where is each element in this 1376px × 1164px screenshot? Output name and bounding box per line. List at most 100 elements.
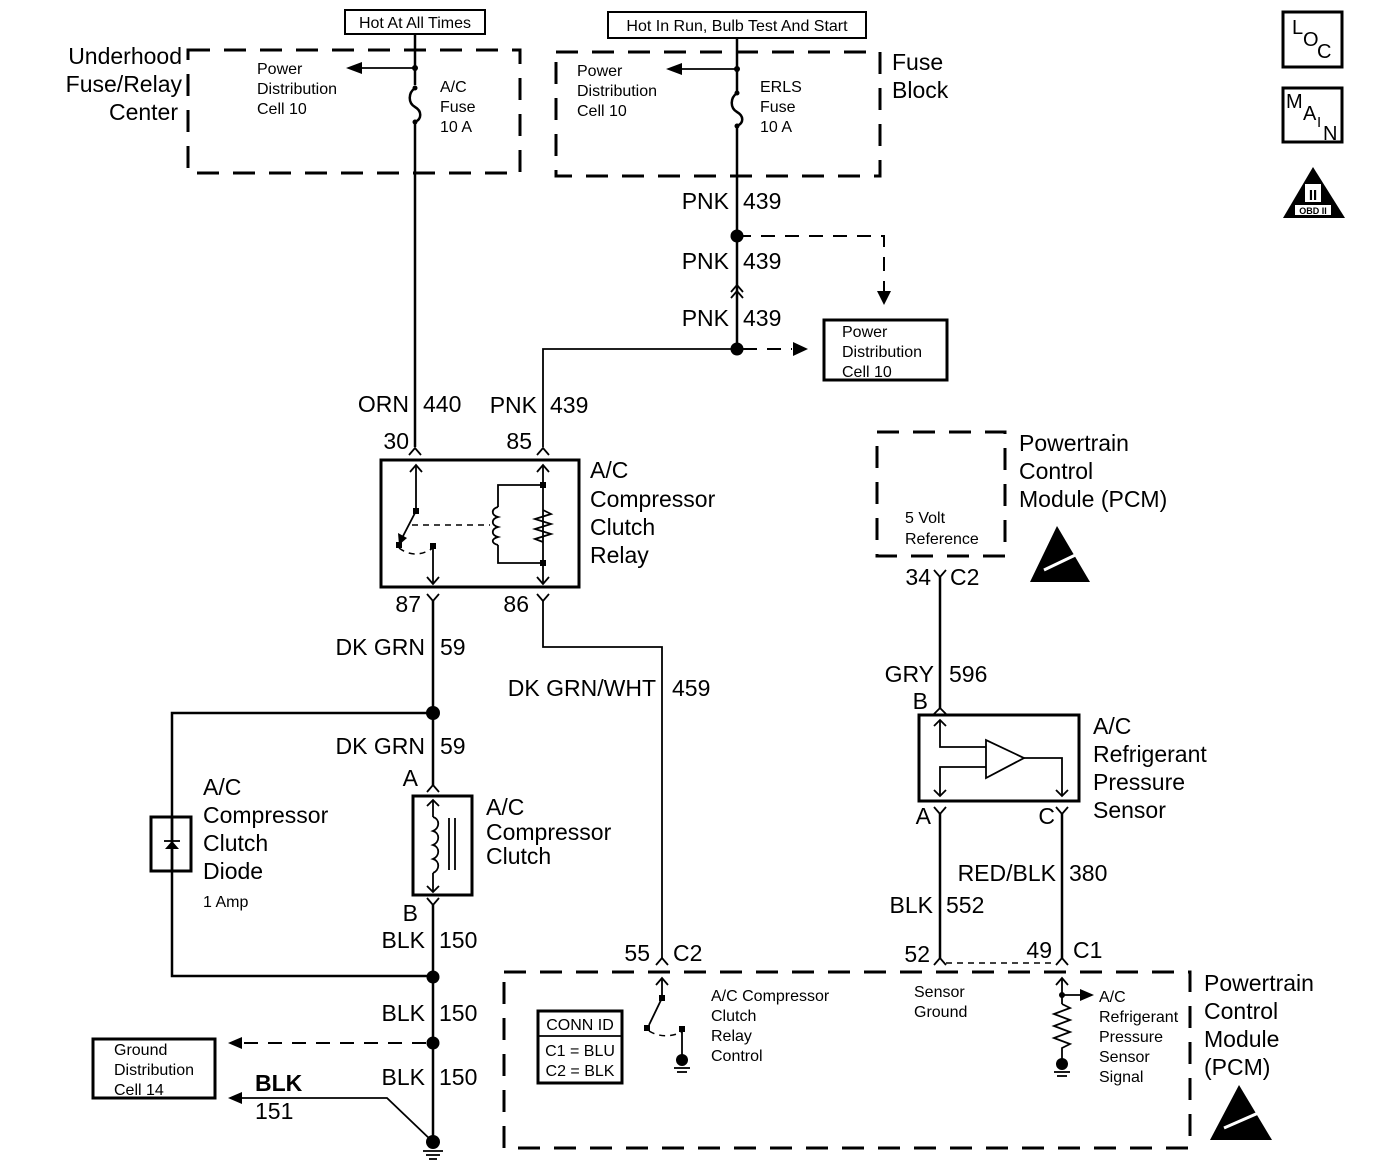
underhood-label-line2: Fuse/Relay <box>66 71 183 97</box>
ac-fuse-symbol <box>408 86 422 124</box>
arrow-down-icon <box>426 885 440 894</box>
fuse-block-label-line1: Fuse <box>892 49 943 75</box>
sensor-ground-line1: Sensor <box>914 984 965 1001</box>
power-dist-box-line2: Distribution <box>842 344 922 361</box>
pcm-bottom-label-line3: Module <box>1204 1026 1279 1052</box>
connector-symbol <box>426 593 440 603</box>
wire-circuit-label: 439 <box>743 188 781 214</box>
splice-dot <box>1056 1058 1068 1070</box>
power-dist-left-line1: Power <box>257 61 303 78</box>
splice-dot <box>426 1135 440 1149</box>
sensor-signal-line1: A/C <box>1099 989 1126 1006</box>
relay-control-line2: Clutch <box>711 1008 756 1025</box>
power-dist-mid-line1: Power <box>577 63 623 80</box>
wire-circuit-label: 439 <box>743 305 781 331</box>
pullup-resistor-symbol <box>1051 1003 1073 1060</box>
switch-linkage <box>398 547 434 555</box>
sensor-label-line4: Sensor <box>1093 797 1166 823</box>
pcm-pin-34-conn: C2 <box>950 564 979 590</box>
switch-blade <box>400 510 417 541</box>
erls-fuse-label-line3: 10 A <box>760 119 792 136</box>
sensor-pin-c: C <box>1038 803 1055 829</box>
clutch-label-line1: A/C <box>486 794 524 820</box>
pcm-top-label-line3: Module (PCM) <box>1019 486 1167 512</box>
obd-ii-badge[interactable]: II OBD II <box>1283 167 1345 218</box>
clutch-pin-a: A <box>403 765 419 791</box>
ac-refrigerant-pressure-sensor: B A/C Refrigerant Pressure Sensor A C <box>913 688 1208 829</box>
wire-circuit-label: 151 <box>255 1098 293 1124</box>
relay-label-line1: A/C <box>590 457 628 483</box>
esd-slash <box>1223 1105 1273 1130</box>
power-dist-mid-arrowhead <box>666 63 682 75</box>
esd-warning-icon <box>1210 1085 1273 1140</box>
fuse-terminal-dot <box>734 90 740 96</box>
esd-slash <box>1043 546 1091 572</box>
arrow-up-icon <box>933 718 947 727</box>
clutch-label-line2: Compressor <box>486 819 612 845</box>
hot-in-run-tag: Hot In Run, Bulb Test And Start <box>626 18 848 35</box>
branch-arrowhead <box>793 342 808 356</box>
fuse-block-label-line2: Block <box>892 77 949 103</box>
wire-circuit-label: 596 <box>949 661 987 687</box>
power-dist-box[interactable] <box>822 318 949 382</box>
main-badge-box[interactable] <box>1281 86 1344 144</box>
connector-symbol <box>1055 806 1069 816</box>
wire-color-label: BLK <box>890 892 934 918</box>
wire-color-label: PNK <box>682 305 730 331</box>
sensor-pin-a: A <box>916 803 932 829</box>
ground-dist-line1: Ground <box>114 1042 167 1059</box>
signal-arrowhead <box>1080 989 1094 1001</box>
pcm-bottom-dashed-box <box>502 970 1192 1150</box>
wire-circuit-label: 380 <box>1069 860 1107 886</box>
contact-dot <box>644 1025 650 1031</box>
relay-control-driver: A/C Compressor Clutch Relay Control <box>644 976 830 1073</box>
dk-grn-wht-459-wire <box>542 601 663 958</box>
main-letter-i: I <box>1317 114 1321 131</box>
sensor-label-line1: A/C <box>1093 713 1131 739</box>
loc-badge[interactable]: L O C <box>1281 10 1344 69</box>
wire-color-label: PNK <box>682 248 730 274</box>
power-dist-left-line2: Distribution <box>257 81 337 98</box>
pcm-pin-52: 52 <box>904 941 930 967</box>
fuse-terminal-dot <box>412 85 418 91</box>
sensor-signal-line4: Sensor <box>1099 1049 1150 1066</box>
diode-label-line2: Compressor <box>203 802 329 828</box>
dashed-branch-wire <box>737 235 885 292</box>
arrow-up-icon <box>409 463 423 473</box>
pcm-pin-55-conn: C2 <box>673 940 702 966</box>
sensor-box <box>917 713 1081 803</box>
ac-fuse-label-line3: 10 A <box>440 119 472 136</box>
ground-ref-arrowhead <box>228 1092 242 1104</box>
connector-symbol <box>655 956 669 966</box>
pcm-bottom-label-line2: Control <box>1204 998 1278 1024</box>
ac-fuse-label-line1: A/C <box>440 79 467 96</box>
clutch-coil-symbol <box>430 816 440 874</box>
pnk-439-relay-feed-wire <box>542 348 737 447</box>
splice-dot <box>412 65 418 71</box>
obd-label-bg <box>1295 205 1331 215</box>
pcm-bottom-label-line4: (PCM) <box>1204 1054 1270 1080</box>
diode-label-line3: Clutch <box>203 830 268 856</box>
main-badge[interactable]: M A I N <box>1281 86 1344 145</box>
wire-circuit-label: 439 <box>550 392 588 418</box>
relay-label-line2: Compressor <box>590 486 716 512</box>
loc-badge-box[interactable] <box>1281 10 1344 69</box>
relay-coil-symbol <box>491 506 502 546</box>
conn-id-box <box>536 1009 624 1085</box>
ac-compressor-clutch-diode: A/C Compressor Clutch Diode 1 Amp <box>149 774 329 911</box>
power-dist-box-ref[interactable]: Power Distribution Cell 10 <box>822 318 949 382</box>
arrow-down-icon <box>426 576 440 586</box>
sensor-ground-line2: Ground <box>914 1004 967 1021</box>
splice-dot <box>426 970 440 984</box>
coil-loop-wire <box>497 484 543 564</box>
wire-color-label: DK GRN <box>336 733 425 759</box>
loc-letter-c: C <box>1317 41 1331 63</box>
main-letter-m: M <box>1286 91 1303 113</box>
connector-symbol <box>933 569 947 579</box>
relay-control-line1: A/C Compressor <box>711 988 830 1005</box>
connector-symbol <box>933 806 947 816</box>
power-dist-mid-line2: Distribution <box>577 83 657 100</box>
conn-id-c1: C1 = BLU <box>545 1043 615 1060</box>
ground-dist-box-ref[interactable]: Ground Distribution Cell 14 <box>91 1037 217 1100</box>
ground-dist-box[interactable] <box>91 1037 217 1100</box>
